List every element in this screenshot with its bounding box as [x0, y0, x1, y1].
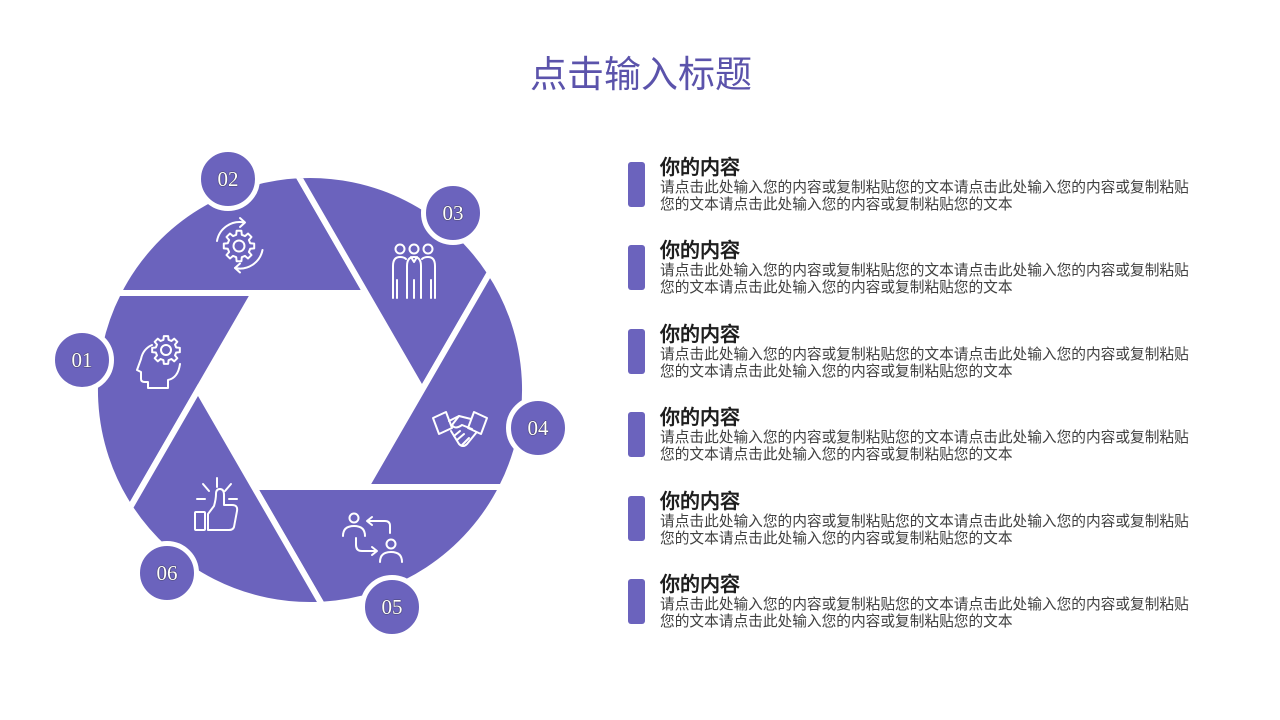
item-title[interactable]: 你的内容: [660, 491, 740, 513]
item-body[interactable]: 请点击此处输入您的内容或复制粘贴您的文本请点击此处输入您的内容或复制粘贴您的文本…: [660, 347, 1189, 380]
badge-number: 06: [156, 560, 178, 585]
badge-02: 02: [196, 147, 260, 211]
thumbs-up-icon: [194, 477, 239, 531]
item-title[interactable]: 你的内容: [660, 407, 740, 429]
handshake-icon: [432, 411, 488, 447]
item-body[interactable]: 请点击此处输入您的内容或复制粘贴您的文本请点击此处输入您的内容或复制粘贴您的文本…: [660, 514, 1189, 547]
content-item-06: 你的内容 请点击此处输入您的内容或复制粘贴您的文本请点击此处输入您的内容或复制粘…: [628, 573, 1228, 643]
badge-number: 05: [381, 594, 403, 619]
segment-05: [248, 484, 507, 608]
accent-bar: [628, 412, 645, 457]
content-item-05: 你的内容 请点击此处输入您的内容或复制粘贴您的文本请点击此处输入您的内容或复制粘…: [628, 490, 1228, 560]
content-item-02: 你的内容 请点击此处输入您的内容或复制粘贴您的文本请点击此处输入您的内容或复制粘…: [628, 239, 1228, 309]
badge-04: 04: [506, 396, 570, 460]
segment-04: [360, 266, 528, 490]
content-item-04: 你的内容 请点击此处输入您的内容或复制粘贴您的文本请点击此处输入您的内容或复制粘…: [628, 406, 1228, 476]
badge-number: 03: [442, 200, 464, 225]
badge-01: 01: [50, 328, 114, 392]
badge-06: 06: [135, 541, 199, 605]
slide-title[interactable]: 点击输入标题: [530, 55, 752, 96]
segment-01: [92, 290, 260, 514]
badge-number: 01: [71, 347, 93, 372]
content-item-01: 你的内容 请点击此处输入您的内容或复制粘贴您的文本请点击此处输入您的内容或复制粘…: [628, 156, 1228, 226]
head-gear-icon: [136, 335, 181, 389]
item-body[interactable]: 请点击此处输入您的内容或复制粘贴您的文本请点击此处输入您的内容或复制粘贴您的文本…: [660, 597, 1189, 630]
item-title[interactable]: 你的内容: [660, 157, 740, 179]
badge-05: 05: [360, 575, 424, 639]
item-title[interactable]: 你的内容: [660, 574, 740, 596]
badge-number: 04: [527, 415, 549, 440]
item-title[interactable]: 你的内容: [660, 240, 740, 262]
team-people-icon: [392, 243, 436, 299]
accent-bar: [628, 496, 645, 541]
item-body[interactable]: 请点击此处输入您的内容或复制粘贴您的文本请点击此处输入您的内容或复制粘贴您的文本…: [660, 263, 1189, 296]
badge-number: 02: [217, 166, 239, 191]
badge-03: 03: [421, 181, 485, 245]
item-body[interactable]: 请点击此处输入您的内容或复制粘贴您的文本请点击此处输入您的内容或复制粘贴您的文本…: [660, 180, 1189, 213]
accent-bar: [628, 162, 645, 207]
item-body[interactable]: 请点击此处输入您的内容或复制粘贴您的文本请点击此处输入您的内容或复制粘贴您的文本…: [660, 430, 1189, 463]
content-item-03: 你的内容 请点击此处输入您的内容或复制粘贴您的文本请点击此处输入您的内容或复制粘…: [628, 323, 1228, 393]
people-swap-icon: [342, 512, 403, 563]
accent-bar: [628, 329, 645, 374]
item-title[interactable]: 你的内容: [660, 324, 740, 346]
accent-bar: [628, 579, 645, 624]
gear-cycle-icon: [216, 217, 264, 274]
accent-bar: [628, 245, 645, 290]
